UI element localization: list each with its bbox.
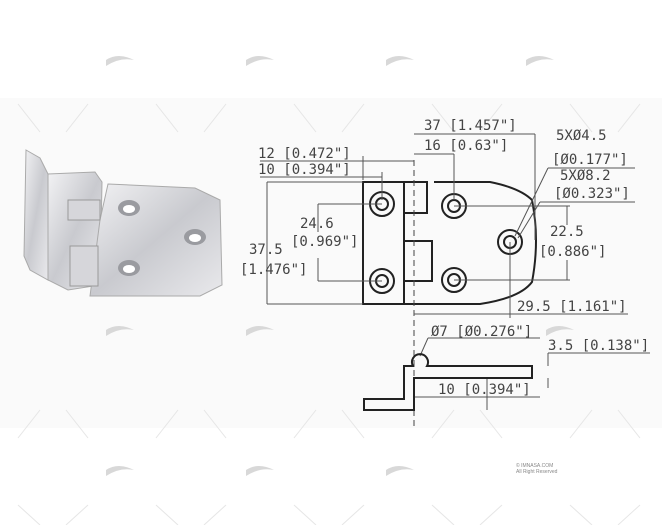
- dim-hole-large: 5XØ8.2: [560, 168, 611, 184]
- dim-height: 37.5: [249, 242, 283, 258]
- dim-thickness: 3.5 [0.138"]: [548, 338, 649, 354]
- wave-logo-icon: [106, 56, 574, 476]
- dim-overall-width: 37 [1.457"]: [424, 118, 517, 134]
- dim-height-in: [1.476"]: [240, 262, 307, 278]
- dim-hole-small-in: [Ø0.177"]: [552, 152, 628, 168]
- rights-text: All Right Reserved: [516, 469, 558, 475]
- dimension-lines: [260, 133, 650, 410]
- dim-hole-large-in: [Ø0.323"]: [554, 186, 630, 202]
- dim-hole-spacing: 24.6: [300, 216, 334, 232]
- dim-offset-10: 10 [0.394"]: [438, 382, 531, 398]
- dim-hole-spacing-in: [0.969"]: [291, 234, 358, 250]
- dim-pin-diameter: Ø7 [Ø0.276"]: [431, 324, 532, 340]
- stainless-steel-hinge-photo: [23, 149, 223, 297]
- hinge-side-profile: [363, 353, 533, 411]
- watermark-lines: [17, 103, 641, 525]
- dim-right-offset: 29.5 [1.161"]: [517, 299, 627, 315]
- dim-hole-offset-16: 16 [0.63"]: [424, 138, 508, 154]
- dim-right-spacing: 22.5: [550, 224, 584, 240]
- dim-right-spacing-in: [0.886"]: [539, 244, 606, 260]
- dim-left-10: 10 [0.394"]: [258, 162, 351, 178]
- hinge-plan-view: [362, 181, 537, 305]
- dim-hole-small: 5XØ4.5: [556, 128, 607, 144]
- copyright-notice: © IMNASA.COM All Right Reserved: [516, 463, 557, 475]
- copyright-text: © IMNASA.COM: [516, 463, 554, 469]
- dim-left-12: 12 [0.472"]: [258, 146, 351, 162]
